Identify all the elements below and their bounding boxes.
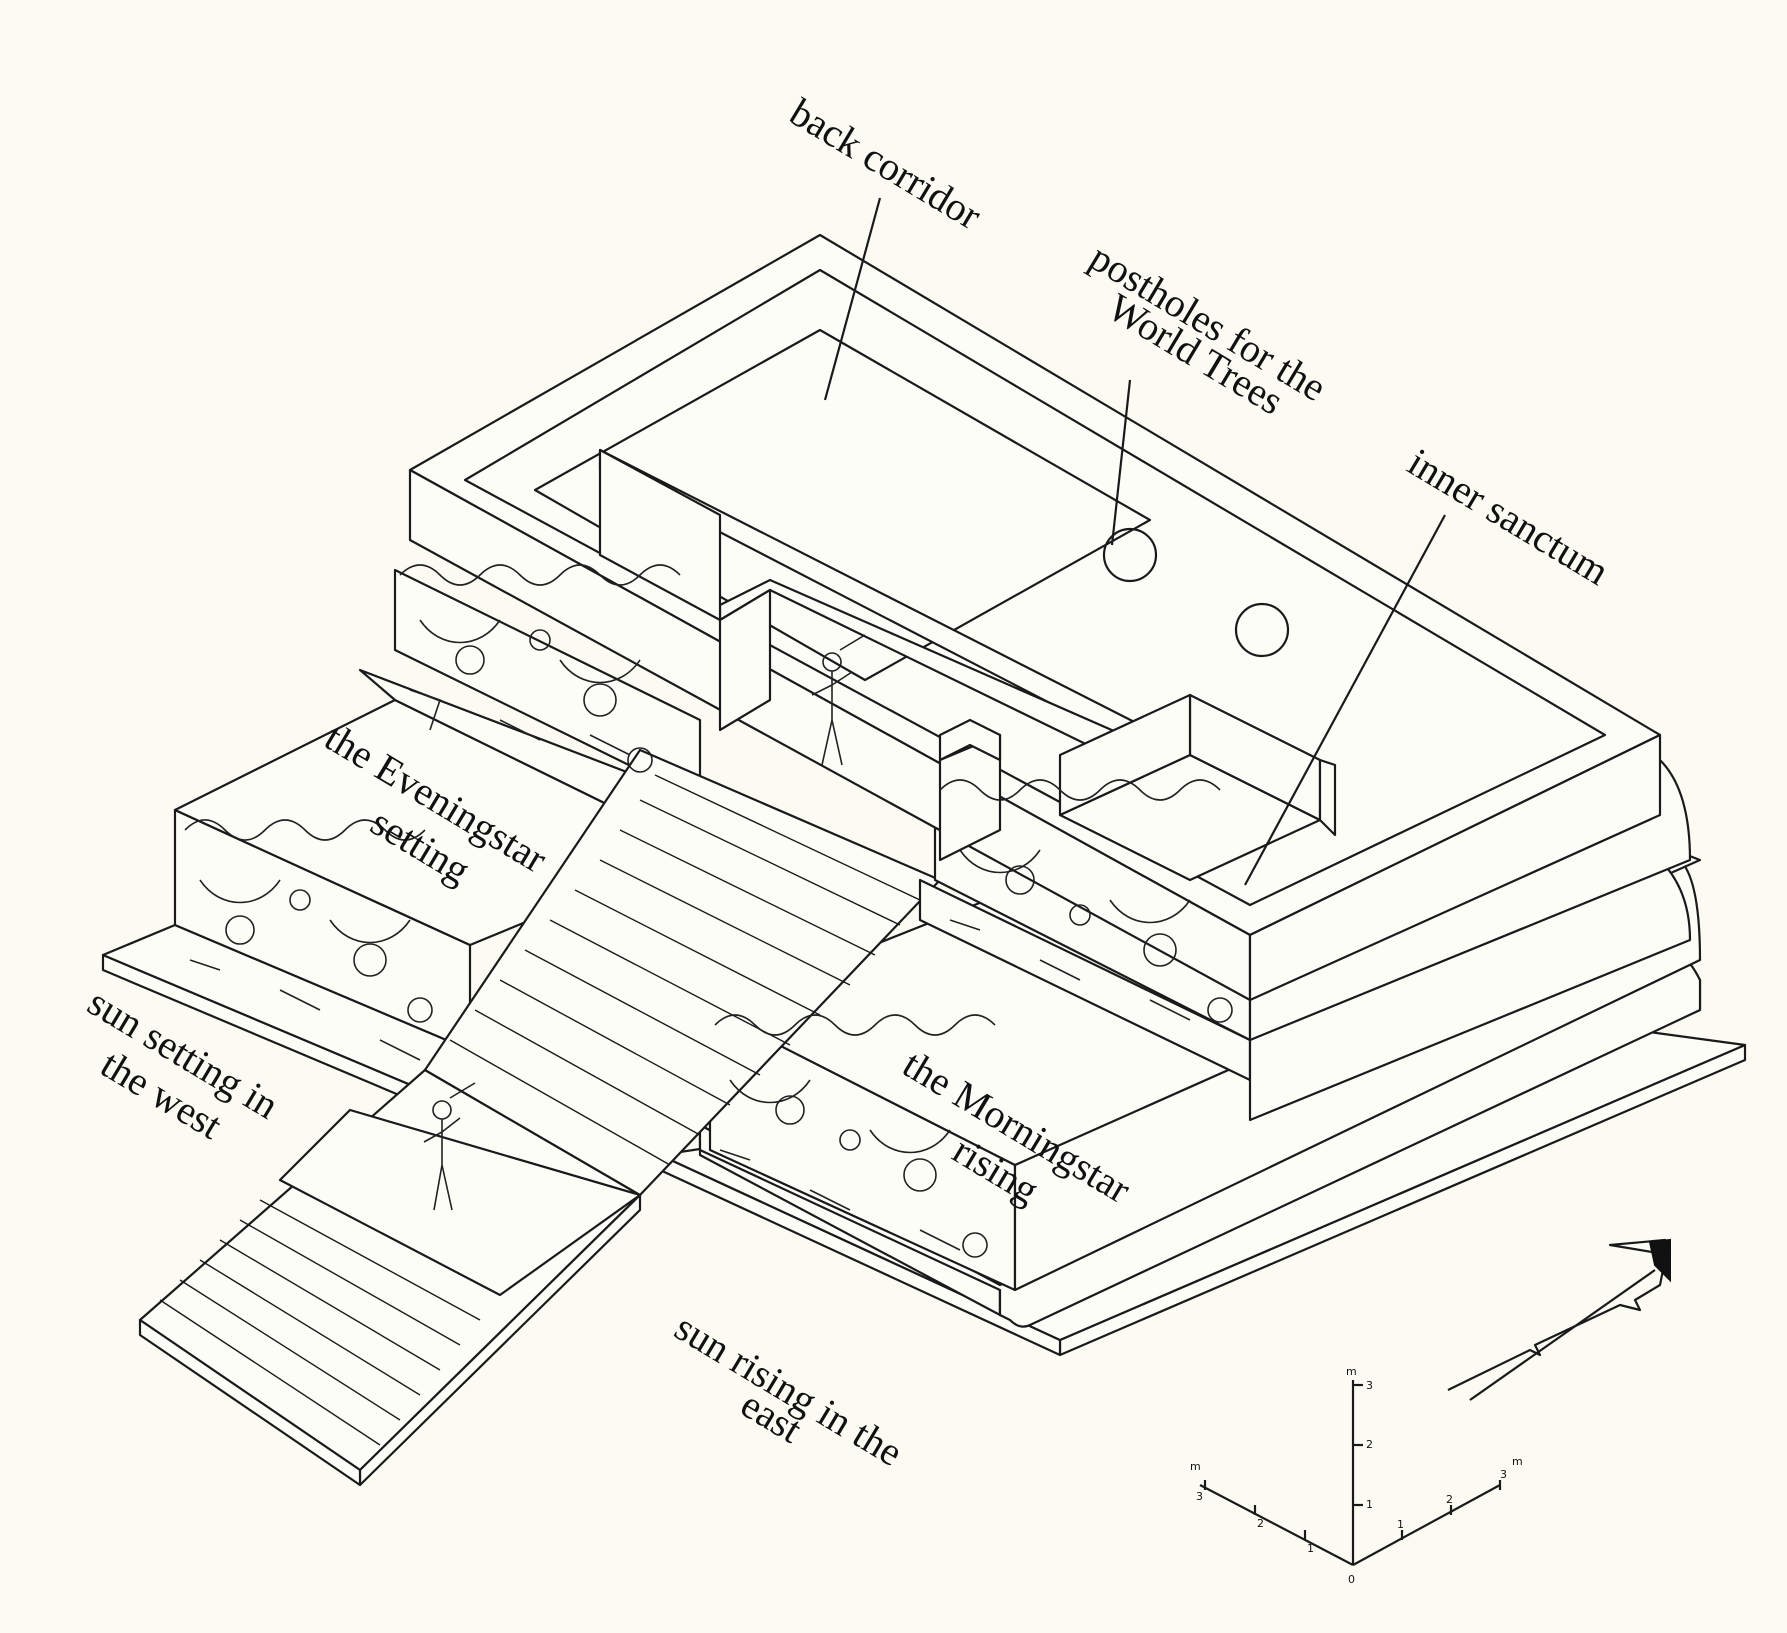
label-back-corridor: back corridor [782, 89, 989, 238]
posthole-2 [1234, 602, 1290, 658]
north-arrow-icon [1447, 1238, 1672, 1401]
scale-vert-unit: m [1346, 1365, 1357, 1378]
scale-vert-tick-1: 1 [1366, 1498, 1373, 1511]
scale-right-tick-2: 2 [1446, 1493, 1453, 1506]
scale-left-tick-1: 1 [1307, 1542, 1314, 1555]
label-sun-east-line1: sun rising in the [667, 1304, 910, 1475]
leader-lines [823, 197, 1446, 886]
scale-vert-tick-3: 3 [1366, 1379, 1373, 1392]
scale-right-tick-1: 1 [1397, 1518, 1404, 1531]
frieze-lower-left [184, 819, 433, 1061]
frieze-lower-right [714, 1014, 996, 1258]
posthole-1 [1102, 527, 1158, 583]
scale-left-unit: m [1190, 1460, 1201, 1473]
figure-stairs [423, 1082, 476, 1211]
lower-left-terrace [101, 808, 472, 1127]
lower-staircase [138, 1068, 642, 1487]
label-inner-sanctum: inner sanctum [1400, 439, 1616, 594]
scale-bar: 0 1 2 3 m 1 2 3 m 1 2 3 m [1190, 1365, 1523, 1586]
scale-left-tick-3: 3 [1196, 1490, 1203, 1503]
scale-origin: 0 [1348, 1573, 1355, 1586]
frieze-upper-left [399, 564, 681, 773]
scale-right-unit: m [1512, 1455, 1523, 1468]
scale-right-tick-3: 3 [1500, 1468, 1507, 1481]
figure-doorway [811, 634, 866, 766]
scale-left-tick-2: 2 [1257, 1517, 1264, 1530]
frieze-upper-right [939, 779, 1233, 1023]
scale-vert-tick-2: 2 [1366, 1438, 1373, 1451]
